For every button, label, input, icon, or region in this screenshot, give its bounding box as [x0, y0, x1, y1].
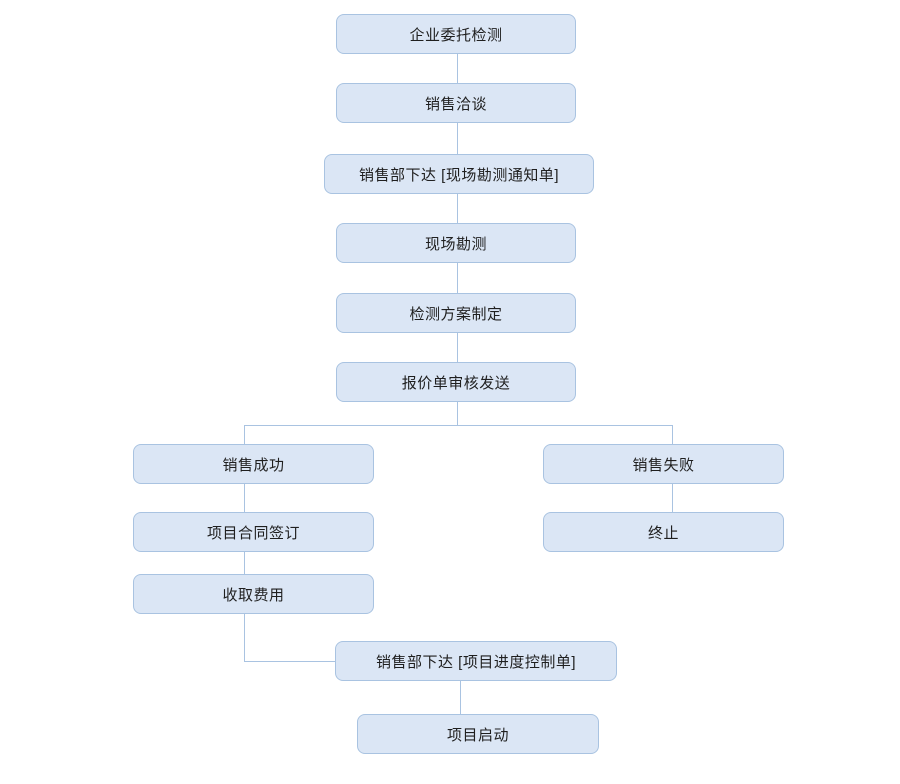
flow-node-n12: 销售部下达 [项目进度控制单] — [335, 641, 617, 681]
edge-branch-left-drop — [244, 425, 245, 444]
edge-elbow-n12-horizontal — [244, 661, 335, 662]
edge-n6-branch — [457, 402, 458, 425]
edge-n12-n13 — [460, 681, 461, 714]
flow-node-n13: 项目启动 — [357, 714, 599, 754]
edge-n9-n11 — [244, 552, 245, 574]
flow-node-n6: 报价单审核发送 — [336, 362, 576, 402]
flow-node-n5: 检测方案制定 — [336, 293, 576, 333]
flow-node-n1: 企业委托检测 — [336, 14, 576, 54]
edge-n5-n6 — [457, 333, 458, 362]
edge-n1-n2 — [457, 54, 458, 83]
flow-node-n7: 销售成功 — [133, 444, 374, 484]
edge-n8-n10 — [672, 484, 673, 512]
flow-node-n3: 销售部下达 [现场勘测通知单] — [324, 154, 594, 194]
flow-node-n2: 销售洽谈 — [336, 83, 576, 123]
edge-n7-n9 — [244, 484, 245, 512]
edge-n11-elbow-vertical — [244, 614, 245, 661]
edge-n4-n5 — [457, 263, 458, 293]
edge-branch-right-drop — [672, 425, 673, 444]
flow-node-n10: 终止 — [543, 512, 784, 552]
edge-branch-horizontal — [244, 425, 672, 426]
flow-node-n8: 销售失败 — [543, 444, 784, 484]
flow-node-n4: 现场勘测 — [336, 223, 576, 263]
flow-node-n9: 项目合同签订 — [133, 512, 374, 552]
edge-n2-n3 — [457, 123, 458, 154]
edge-n3-n4 — [457, 194, 458, 223]
flow-node-n11: 收取费用 — [133, 574, 374, 614]
